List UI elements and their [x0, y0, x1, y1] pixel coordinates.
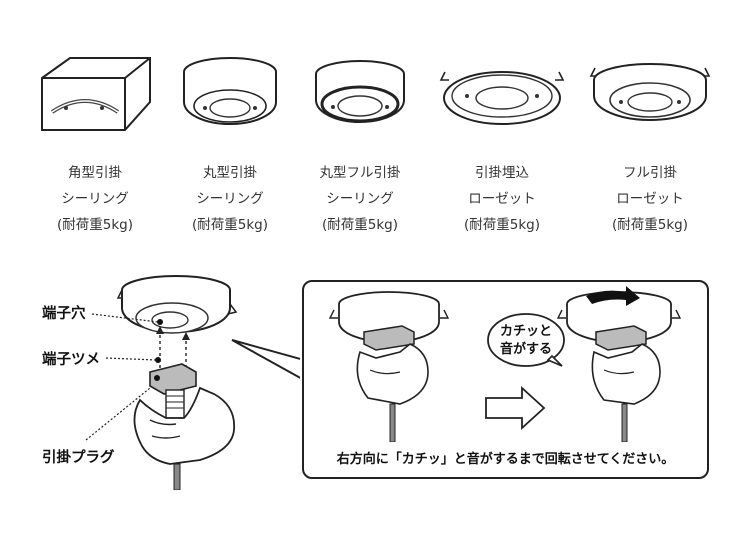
- product-load-rating: (耐荷重5kg): [463, 217, 540, 233]
- product-name-line1: 引掛埋込: [475, 165, 529, 181]
- product-square-ceiling: 角型引掛 シーリング (耐荷重5kg): [25, 50, 165, 238]
- product-load-rating: (耐荷重5kg): [191, 217, 268, 233]
- plug-insertion-illustration: [85, 275, 300, 490]
- bubble-line2: 音がする: [499, 342, 552, 357]
- label-terminal-claw: 端子ツメ: [42, 352, 100, 368]
- product-embedded-rosette: 引掛埋込 ローゼット (耐荷重5kg): [432, 50, 572, 238]
- product-name-line1: 丸型引掛: [203, 165, 257, 181]
- product-name-line2: ローゼット: [616, 191, 684, 207]
- product-caption: フル引掛 ローゼット (耐荷重5kg): [580, 160, 720, 238]
- product-full-rosette: フル引掛 ローゼット (耐荷重5kg): [580, 50, 720, 238]
- rotation-steps-illustration: [328, 286, 682, 442]
- label-terminal-hole: 端子穴: [42, 306, 86, 322]
- product-name-line2: シーリング: [61, 191, 129, 207]
- product-round-full-ceiling: 丸型フル引掛 シーリング (耐荷重5kg): [290, 50, 430, 238]
- product-name-line1: フル引掛: [623, 165, 677, 181]
- round-ceiling-icon: [183, 57, 277, 125]
- product-name-line1: 角型引掛: [68, 165, 122, 181]
- bubble-line1: カチッと: [499, 324, 552, 339]
- product-caption: 丸型引掛 シーリング (耐荷重5kg): [160, 160, 300, 238]
- product-name-line1: 丸型フル引掛: [319, 165, 401, 181]
- round-full-ceiling-icon: [315, 60, 405, 123]
- product-caption: 丸型フル引掛 シーリング (耐荷重5kg): [290, 160, 430, 238]
- product-caption: 引掛埋込 ローゼット (耐荷重5kg): [432, 160, 572, 238]
- product-name-line2: シーリング: [326, 191, 394, 207]
- ceiling-types-row: 角型引掛 シーリング (耐荷重5kg) 丸型引掛 シーリング (耐荷重5kg): [0, 0, 750, 240]
- rotation-instruction-text: 右方向に「カチッ」と音がするまで回転させてください。: [336, 452, 675, 467]
- product-load-rating: (耐荷重5kg): [56, 217, 133, 233]
- click-sound-bubble: カチッと 音がする: [488, 323, 564, 359]
- product-caption: 角型引掛 シーリング (耐荷重5kg): [25, 160, 165, 238]
- square-ceiling-icon: [41, 57, 151, 131]
- product-round-ceiling: 丸型引掛 シーリング (耐荷重5kg): [160, 50, 300, 238]
- embedded-rosette-icon: [439, 71, 565, 125]
- installation-diagram: 端子穴 端子ツメ 引掛プラグ: [0, 260, 750, 490]
- product-name-line2: シーリング: [196, 191, 264, 207]
- full-rosette-icon: [589, 63, 711, 121]
- product-load-rating: (耐荷重5kg): [611, 217, 688, 233]
- product-load-rating: (耐荷重5kg): [321, 217, 398, 233]
- rotation-instruction-panel: カチッと 音がする 右方向に「カチッ」と音がするまで回転させてください。: [302, 280, 709, 479]
- product-name-line2: ローゼット: [468, 191, 536, 207]
- label-hook-plug: 引掛プラグ: [42, 450, 115, 466]
